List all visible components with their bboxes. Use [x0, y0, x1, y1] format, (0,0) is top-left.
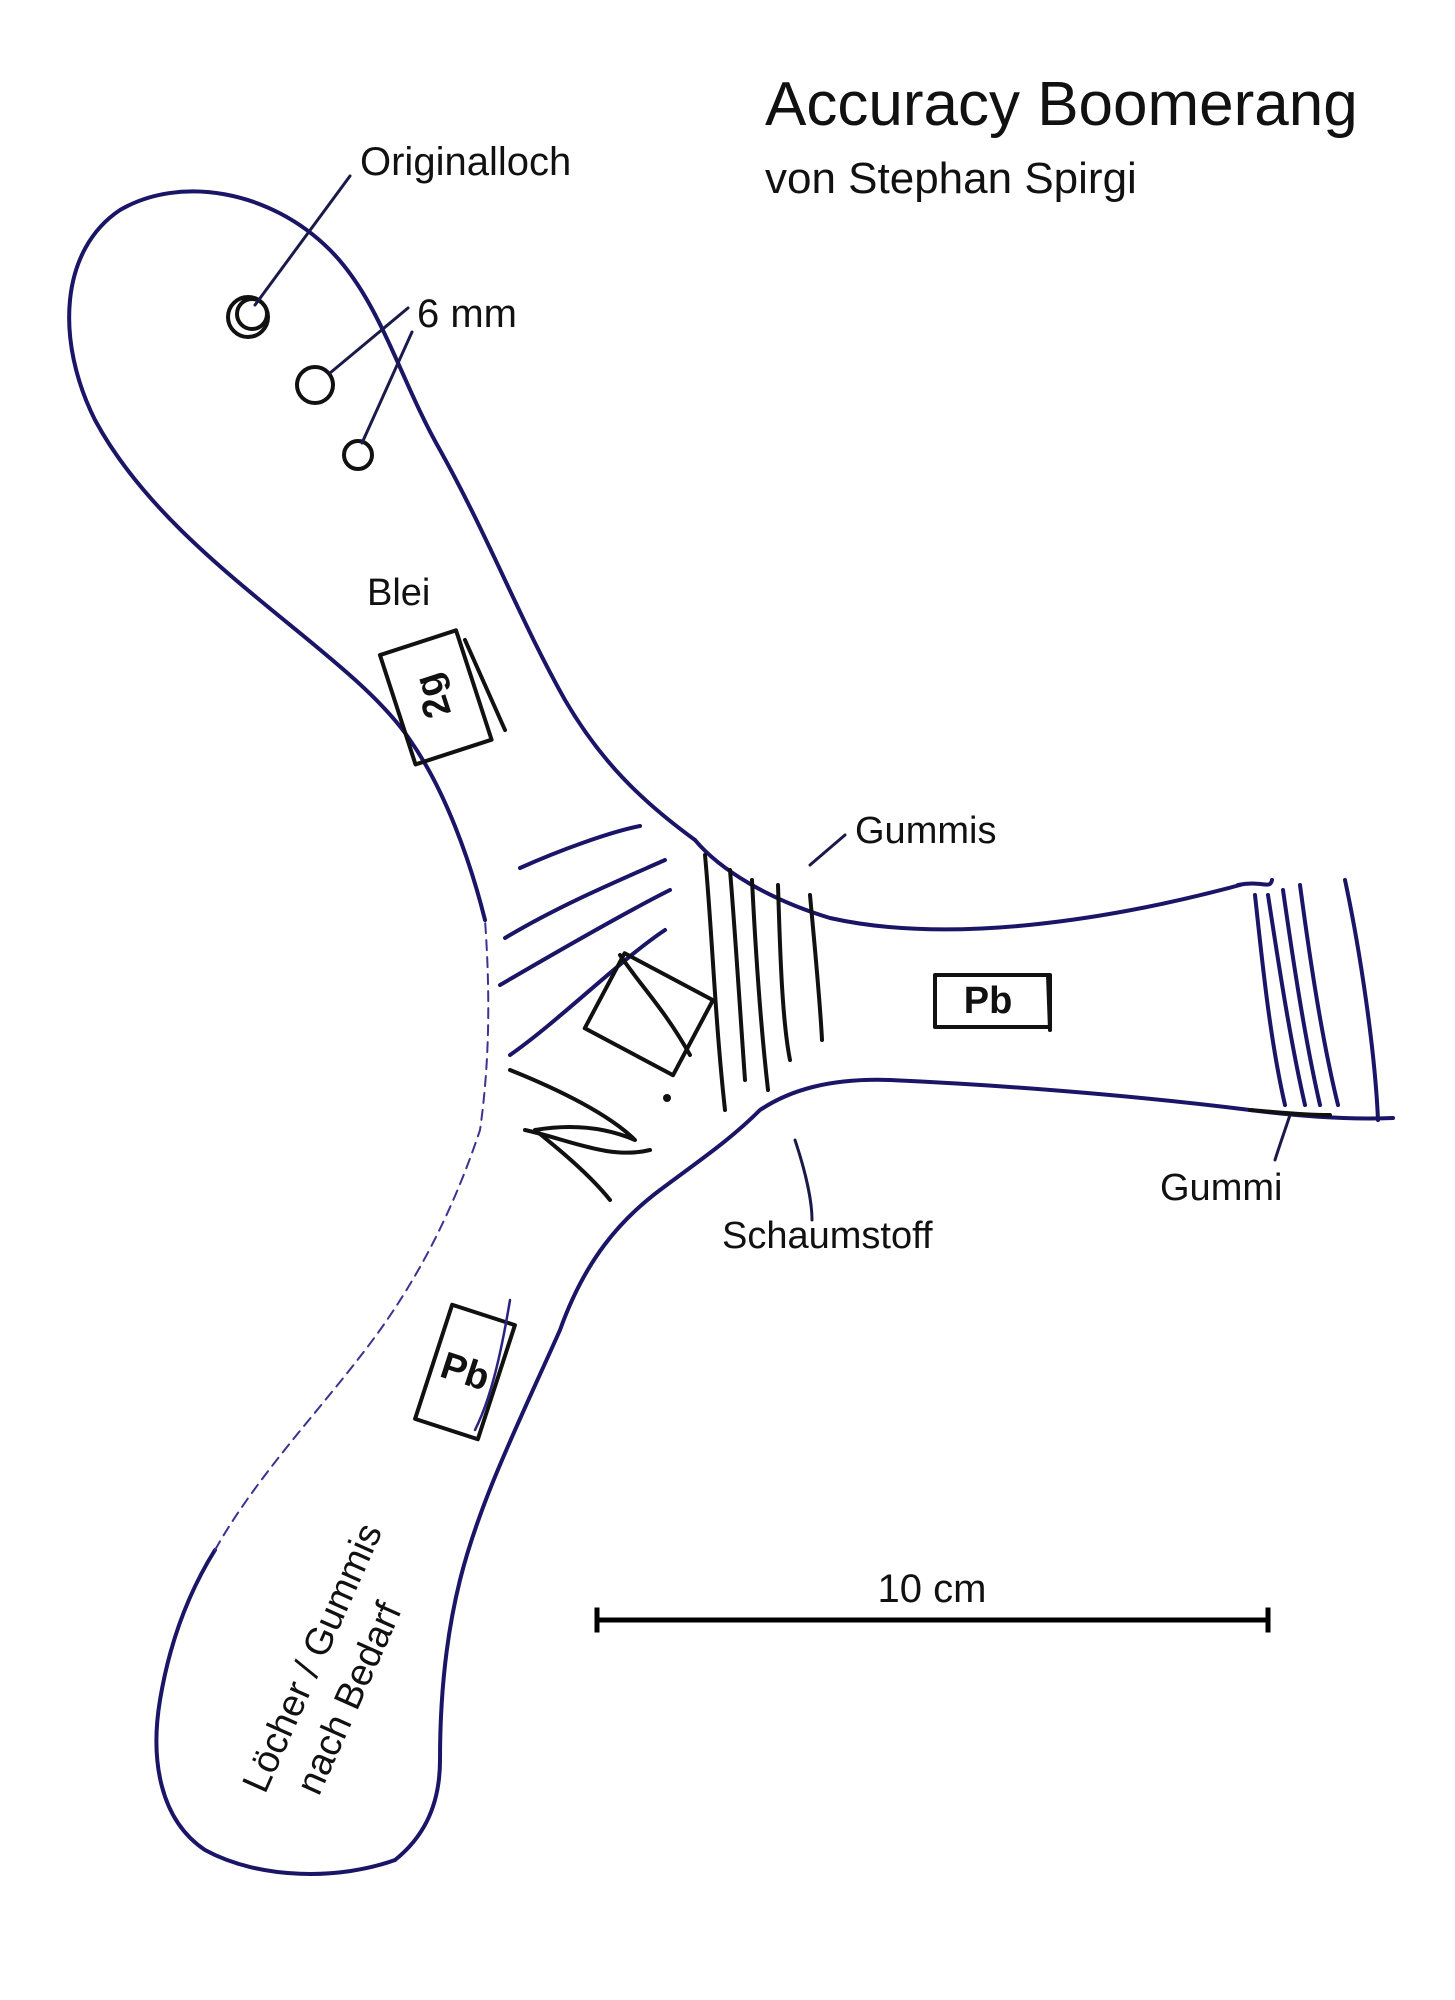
foam-leader — [793, 1138, 814, 1222]
scale-bar-label: 10 cm — [878, 1567, 987, 1611]
hole-size-leader-1 — [328, 306, 410, 375]
rubber-bands-center — [498, 824, 824, 1112]
original-hole-label: Originalloch — [360, 140, 571, 184]
top-arm-outer-edge — [67, 189, 697, 922]
right-arm-end-cap — [1343, 878, 1380, 1122]
lead-weight-bottom: Pb — [413, 1298, 517, 1442]
rubber-bands-leader — [808, 833, 847, 867]
hole-size-leader-2 — [360, 330, 414, 445]
hole-6mm-upper — [295, 365, 335, 405]
holes-group — [226, 295, 374, 471]
foam-label: Schaumstoff — [722, 1215, 933, 1257]
lead-weight-right-text: Pb — [964, 980, 1013, 1022]
diagram-title: Accuracy Boomerang — [765, 70, 1358, 139]
lead-weight-top-text: 2g — [406, 668, 460, 723]
right-arm-tip — [1236, 878, 1274, 887]
bottom-arm-left-edge — [214, 919, 490, 1551]
hole-size-label: 6 mm — [417, 292, 517, 336]
lead-weight-top: 2g — [377, 628, 507, 767]
lead-weight-right: Pb — [933, 973, 1052, 1032]
right-arm-top-edge — [693, 838, 1242, 932]
diagram-subtitle: von Stephan Spirgi — [765, 154, 1137, 203]
lead-weight-bottom-text: Pb — [435, 1345, 494, 1400]
scale-bar: 10 cm — [594, 1567, 1271, 1633]
rubber-bands-label: Gummis — [855, 810, 996, 852]
rubber-band-label: Gummi — [1160, 1167, 1282, 1209]
bottom-arm-tip — [154, 1548, 397, 1876]
original-hole-inner — [235, 297, 269, 331]
rubber-band-leader — [1273, 1113, 1292, 1162]
original-hole-leader — [253, 174, 352, 307]
rubber-bands-tip — [1248, 883, 1340, 1117]
holes-note: Löcher / Gummis nach Bedarf — [235, 1517, 411, 1800]
foam-pad — [508, 951, 715, 1202]
lead-label: Blei — [367, 572, 430, 614]
hole-6mm-lower — [342, 439, 374, 471]
bottom-arm-right-edge — [393, 1188, 662, 1862]
